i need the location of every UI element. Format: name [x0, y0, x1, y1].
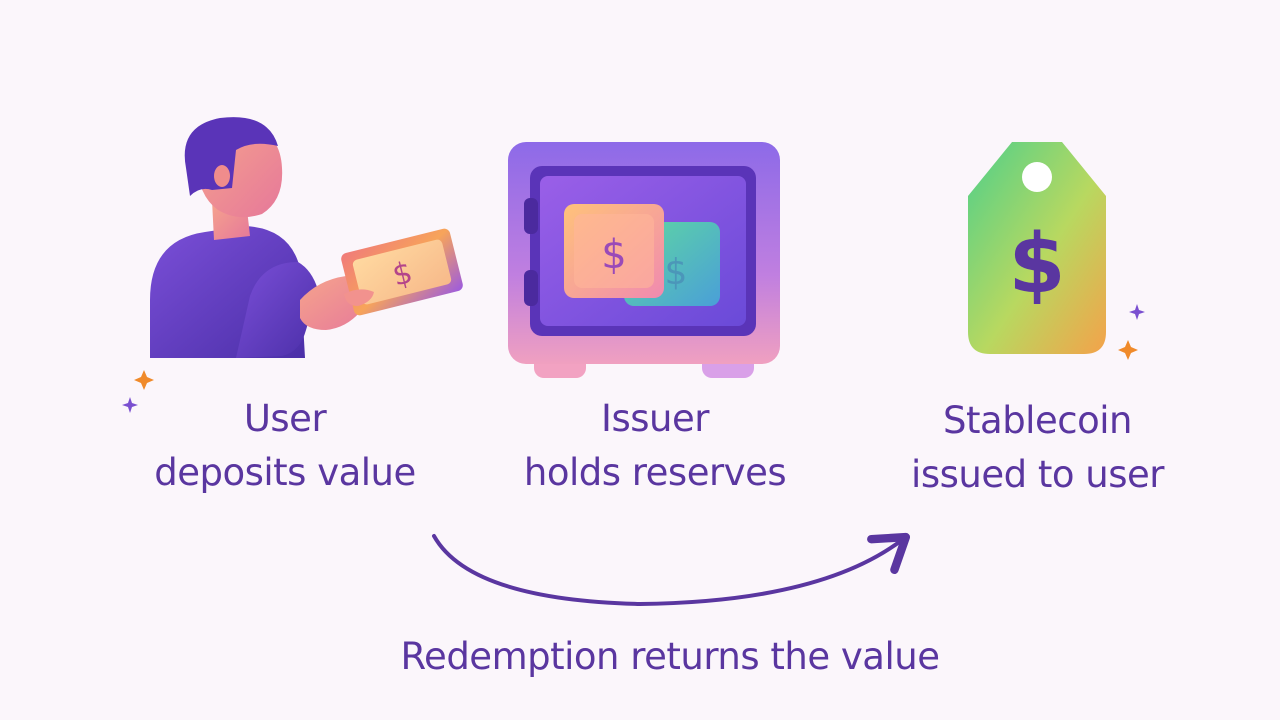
sparkle-icon	[134, 370, 154, 390]
redemption-label: Redemption returns the value	[400, 635, 940, 678]
step-issuer-label: Issuer holds reserves	[505, 392, 805, 500]
step-issuer-subtitle: holds reserves	[523, 451, 787, 494]
sparkle-icon	[1129, 304, 1145, 320]
dollar-icon: $	[601, 232, 626, 278]
step-stablecoin-title: Stablecoin	[943, 399, 1132, 442]
person-with-banknote-icon: $	[150, 117, 463, 358]
step-user-label: User deposits value	[140, 392, 430, 500]
step-issuer-title: Issuer	[601, 397, 709, 440]
step-user-subtitle: deposits value	[154, 451, 416, 494]
sparkle-icon	[122, 397, 138, 413]
redemption-arrow	[432, 532, 911, 607]
stablecoin-tag-icon: $	[968, 142, 1106, 354]
vault-with-reserves-icon: $ $	[508, 142, 780, 378]
step-stablecoin-subtitle: issued to user	[911, 453, 1164, 496]
dollar-icon: $	[665, 252, 688, 293]
step-user-title: User	[243, 397, 327, 440]
dollar-icon: $	[1008, 217, 1065, 312]
sparkle-icon	[1118, 340, 1138, 360]
step-stablecoin-label: Stablecoin issued to user	[890, 394, 1185, 502]
